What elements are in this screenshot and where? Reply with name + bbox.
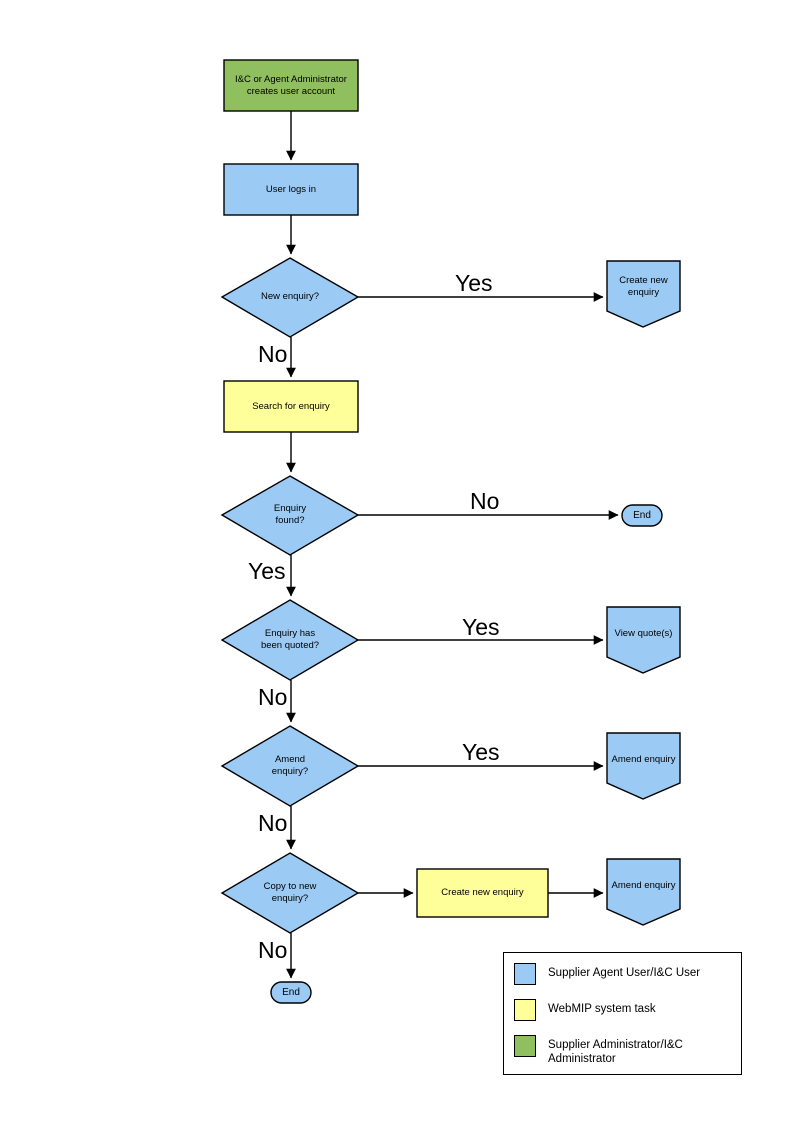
edge-label-new-enquiry-yes: Yes — [455, 270, 493, 296]
node-amend-enquiry-decision[interactable] — [220, 725, 360, 807]
node-create-new-enquiry-process[interactable] — [416, 868, 549, 918]
edge-label-amend-enquiry-no: No — [258, 810, 288, 836]
edge-label-enquiry-found-yes: Yes — [248, 558, 286, 584]
node-end-terminator-1[interactable] — [621, 504, 663, 527]
edge-label-new-enquiry-no: No — [258, 341, 288, 367]
legend-item-supplier-agent-user: Supplier Agent User/I&C User — [514, 963, 700, 985]
node-amend-enquiry-banner-1[interactable] — [606, 732, 681, 800]
legend-swatch-system-yellow — [514, 999, 536, 1021]
node-view-quotes-banner[interactable] — [606, 606, 681, 674]
node-admin-creates-user-account[interactable] — [223, 59, 359, 112]
node-create-new-enquiry-banner[interactable] — [606, 260, 681, 328]
edge-label-been-quoted-yes: Yes — [462, 614, 500, 640]
edge-label-enquiry-found-no: No — [470, 488, 500, 514]
node-user-logs-in[interactable] — [223, 163, 359, 216]
node-enquiry-been-quoted-decision[interactable] — [220, 599, 360, 681]
node-amend-enquiry-banner-2[interactable] — [606, 858, 681, 926]
legend-label-user-blue: Supplier Agent User/I&C User — [548, 967, 701, 979]
legend-swatch-admin-green — [514, 1035, 536, 1057]
node-enquiry-found-decision[interactable] — [220, 475, 360, 556]
node-new-enquiry-decision[interactable] — [220, 257, 360, 338]
legend-item-webmip-system-task: WebMIP system task — [514, 999, 656, 1021]
node-end-terminator-2[interactable] — [270, 981, 312, 1004]
legend-label-system-yellow: WebMIP system task — [548, 1003, 656, 1015]
edge-label-amend-enquiry-yes: Yes — [462, 739, 500, 765]
edge-label-been-quoted-no: No — [258, 684, 288, 710]
legend-swatch-user-blue — [514, 963, 536, 985]
legend-box: Supplier Agent User/I&C User WebMIP syst… — [503, 952, 742, 1075]
node-search-for-enquiry[interactable] — [223, 380, 359, 433]
legend-item-supplier-administrator: Supplier Administrator/I&C Administrator — [514, 1035, 683, 1066]
legend-label-admin-green: Supplier Administrator/I&C Administrator — [548, 1039, 683, 1065]
node-copy-to-new-enquiry-decision[interactable] — [220, 852, 360, 934]
edge-label-copy-to-new-no: No — [258, 937, 288, 963]
